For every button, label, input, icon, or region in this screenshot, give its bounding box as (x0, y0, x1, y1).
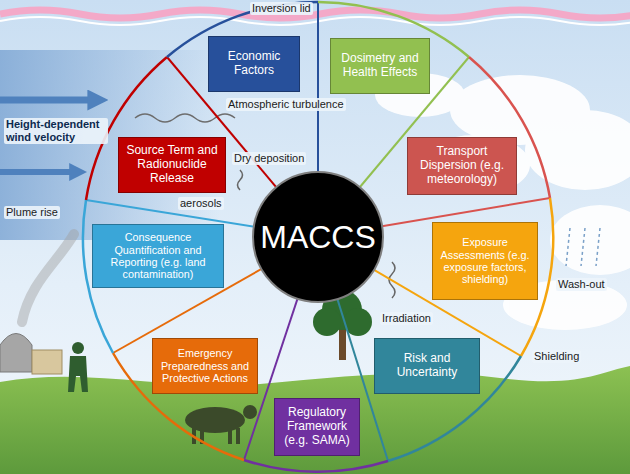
topic-box: Emergency Preparedness and Protective Ac… (152, 338, 258, 394)
person-head (72, 342, 84, 354)
box-text: Source Term and Radionuclide Release (124, 144, 220, 185)
wind-arrow (0, 97, 100, 104)
box-text: Regulatory Framework (e.g. SAMA) (280, 406, 354, 447)
rain-line (581, 228, 585, 266)
person-body (68, 356, 88, 392)
deposition-squiggle (238, 170, 243, 190)
topic-box: Regulatory Framework (e.g. SAMA) (274, 398, 360, 456)
illustration-label: Wash-out (556, 278, 607, 291)
rain-line (596, 228, 600, 266)
box-text: Economic Factors (214, 50, 294, 78)
cow-leg (228, 428, 232, 444)
illustration-label: Inversion lid (250, 2, 313, 15)
inversion-edge (0, 17, 630, 25)
box-text: MACCS (260, 219, 376, 256)
plume (22, 234, 74, 322)
illustration-label: Irradiation (380, 312, 433, 325)
topic-box: Consequence Quantification and Reporting… (92, 224, 224, 288)
tree-crown (313, 308, 341, 336)
illustration-label: aerosols (178, 197, 224, 210)
ground (0, 366, 630, 474)
clouds (375, 73, 630, 330)
sky-shade (0, 50, 220, 240)
topic-box: Source Term and Radionuclide Release (118, 137, 226, 193)
topic-box: Risk and Uncertainty (374, 338, 480, 394)
box-text: Dosimetry and Health Effects (336, 52, 424, 80)
rim-arc (244, 460, 388, 472)
illustration-label: Dry deposition (232, 152, 306, 165)
topic-box: Transport Dispersion (e.g. meteorology) (407, 137, 517, 195)
illustration-label: Plume rise (4, 206, 60, 219)
wheel-spokes (86, 2, 550, 461)
cow-leg (236, 428, 240, 444)
box-text: Transport Dispersion (e.g. meteorology) (413, 145, 511, 186)
illustration-label: Shielding (532, 350, 581, 363)
cloud (550, 205, 630, 275)
box-text: Exposure Assessments (e.g. exposure fact… (438, 236, 532, 286)
box-text: Emergency Preparedness and Protective Ac… (158, 347, 252, 384)
wind-arrow (0, 169, 80, 175)
washout-rain (566, 228, 600, 266)
illustration-label: Height-dependent wind velocity (4, 118, 108, 144)
reactor-building (32, 350, 62, 374)
reactor-dome (0, 334, 32, 373)
box-text: Risk and Uncertainty (380, 352, 474, 380)
illustration-label: Atmospheric turbulence (226, 98, 346, 111)
wheel-rim (83, 2, 553, 472)
box-text: Consequence Quantification and Reporting… (98, 231, 218, 281)
rain-line (566, 228, 570, 266)
topic-box: Exposure Assessments (e.g. exposure fact… (432, 222, 538, 300)
topic-box: Dosimetry and Health Effects (330, 38, 430, 94)
cloud (525, 110, 630, 190)
person-silhouette (68, 342, 88, 392)
topic-box: Economic Factors (208, 36, 300, 92)
center-circle: MACCS (252, 171, 384, 303)
cow-head (243, 405, 257, 419)
